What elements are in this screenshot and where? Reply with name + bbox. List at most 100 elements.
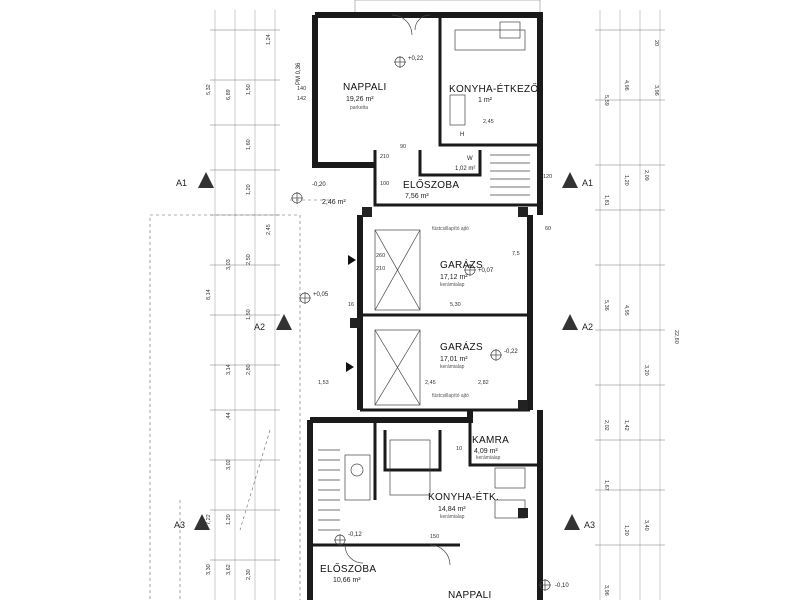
dim-text: 60 bbox=[545, 226, 551, 232]
level-marker-icon bbox=[334, 534, 346, 546]
dim-text: 3,62 bbox=[226, 564, 232, 575]
door-note-garazs-1: füstcsillapító ajtó bbox=[432, 226, 469, 232]
level-marker-icon bbox=[394, 56, 406, 68]
dim-text: 3,02 bbox=[226, 459, 232, 470]
room-sub-garazs-2: kerámialap bbox=[440, 364, 465, 370]
level-markers bbox=[291, 56, 551, 591]
section-triangle-icon bbox=[194, 514, 210, 530]
dim-text: 5,36 bbox=[603, 300, 609, 311]
room-area-eloszoba-top: 7,56 m² bbox=[405, 193, 429, 200]
room-name-konyha-bottom: KONYHA-ÉTK. bbox=[428, 490, 499, 503]
section-label: A2 bbox=[254, 322, 265, 332]
dim-text: 8,14 bbox=[206, 289, 212, 300]
right-dimension-lines bbox=[595, 10, 665, 600]
dim-text: 2,82 bbox=[478, 380, 489, 386]
dim-text: 1,20 bbox=[623, 175, 629, 186]
dim-text: 120 bbox=[543, 174, 552, 180]
dim-text: 10 bbox=[456, 446, 462, 452]
room-area-garazs-2: 17,01 m² bbox=[440, 356, 468, 363]
dim-text: 1,24 bbox=[266, 34, 272, 45]
room-area-side: 2,46 m² bbox=[322, 199, 346, 206]
dim-text: 1,81 bbox=[603, 195, 609, 206]
dim-text: ,44 bbox=[226, 412, 232, 420]
dim-text: 2,80 bbox=[246, 364, 252, 375]
dim-text: 22,60 bbox=[673, 330, 679, 344]
dim-text: 7,5 bbox=[512, 251, 520, 257]
dim-text: 4,95 bbox=[623, 305, 629, 316]
room-sub-garazs-1: kerámialap bbox=[440, 282, 465, 288]
dim-text: 2,50 bbox=[246, 254, 252, 265]
dim-text: 1,60 bbox=[246, 139, 252, 150]
level-text: -0,12 bbox=[348, 532, 362, 538]
room-area-nappali-top: 19,26 m² bbox=[346, 96, 374, 103]
dim-text: 3,14 bbox=[226, 364, 232, 375]
level-marker-icon bbox=[299, 292, 311, 304]
dim-text: 20 bbox=[653, 40, 659, 46]
dim-text: 1,20 bbox=[246, 184, 252, 195]
dim-text: 150 bbox=[430, 534, 439, 540]
section-triangle-icon bbox=[276, 314, 292, 330]
left-dimension-lines bbox=[210, 10, 280, 600]
stairs-top bbox=[490, 154, 530, 196]
section-label: A3 bbox=[584, 520, 595, 530]
dim-text: 16 bbox=[348, 302, 354, 308]
room-name-garazs-1: GARÁZS bbox=[440, 258, 483, 271]
room-name-garazs-2: GARÁZS bbox=[440, 340, 483, 353]
dim-text: 3,96 bbox=[653, 85, 659, 96]
section-triangle-icon bbox=[198, 172, 214, 188]
fixtures bbox=[318, 14, 530, 566]
building-walls bbox=[307, 12, 543, 600]
dim-text: 5,32 bbox=[206, 84, 212, 95]
dim-text: 100 bbox=[380, 181, 389, 187]
dim-text: 210 bbox=[376, 266, 385, 272]
level-text: -0,10 bbox=[555, 583, 569, 589]
fixture-label: W bbox=[467, 156, 473, 162]
level-text: +0,07 bbox=[478, 268, 494, 274]
dim-text: 90 bbox=[400, 144, 406, 150]
dim-text: 5,59 bbox=[603, 95, 609, 106]
dim-text: 210 bbox=[380, 154, 389, 160]
dim-text: 142 bbox=[297, 96, 306, 102]
room-name-eloszoba-top: ELŐSZOBA bbox=[403, 177, 459, 191]
room-name-nappali-bottom: NAPPALI bbox=[448, 590, 492, 600]
dim-text: 1,42 bbox=[623, 420, 629, 431]
room-name-konyha-top: KONYHA-ÉTKEZŐ bbox=[449, 81, 538, 95]
section-triangle-icon bbox=[562, 314, 578, 330]
room-name-kamra: KAMRA bbox=[472, 435, 509, 446]
section-label: A2 bbox=[582, 322, 593, 332]
level-text: -0,22 bbox=[504, 349, 518, 355]
dim-text: 2,45 bbox=[266, 224, 272, 235]
level-text: +0,22 bbox=[408, 56, 424, 62]
dim-text: 3,30 bbox=[206, 564, 212, 575]
level-text: +0,05 bbox=[313, 292, 329, 298]
level-marker-icon bbox=[539, 579, 551, 591]
dim-text: 1,67 bbox=[603, 480, 609, 491]
dim-text: 1,20 bbox=[226, 514, 232, 525]
dim-text: 1,53 bbox=[318, 380, 329, 386]
room-area-kamra: 4,09 m² bbox=[474, 448, 498, 455]
level-marker-icon bbox=[464, 264, 476, 276]
room-area-konyha-bottom: 14,84 m² bbox=[438, 506, 466, 513]
parapet-label: PM 0,36 bbox=[296, 62, 302, 85]
dim-text: 260 bbox=[376, 253, 385, 259]
room-name-eloszoba-bottom: ELŐSZOBA bbox=[320, 561, 376, 575]
level-marker-icon bbox=[291, 192, 303, 204]
garage-entry-arrows bbox=[346, 255, 356, 372]
stairs-bottom bbox=[318, 449, 340, 531]
room-area-konyha-top: 1 m² bbox=[478, 97, 493, 104]
dim-text: 6,89 bbox=[226, 89, 232, 100]
room-sub-konyha-bottom: kerámialap bbox=[440, 514, 465, 520]
level-marker-icon bbox=[490, 349, 502, 361]
section-triangle-icon bbox=[562, 172, 578, 188]
right-dimension-texts: 20 5,59 4,96 3,96 1,81 1,20 2,09 5,36 4,… bbox=[603, 40, 679, 596]
dim-text: 1,50 bbox=[246, 84, 252, 95]
dim-text: 1,20 bbox=[623, 525, 629, 536]
door-note-garazs-2: füstcsillapító ajtó bbox=[432, 393, 469, 399]
dim-text: 2,02 bbox=[603, 420, 609, 431]
room-area-wc-top: 1,02 m² bbox=[455, 166, 475, 172]
dim-text: 5,30 bbox=[450, 302, 461, 308]
dim-text: 7,22 bbox=[206, 514, 212, 525]
section-label: A1 bbox=[176, 178, 187, 188]
inner-dimension-texts: 142 140 2,45 210 90 16 120 100 60 260 21… bbox=[297, 86, 552, 540]
room-sub-nappali-top: parketta bbox=[350, 105, 368, 111]
